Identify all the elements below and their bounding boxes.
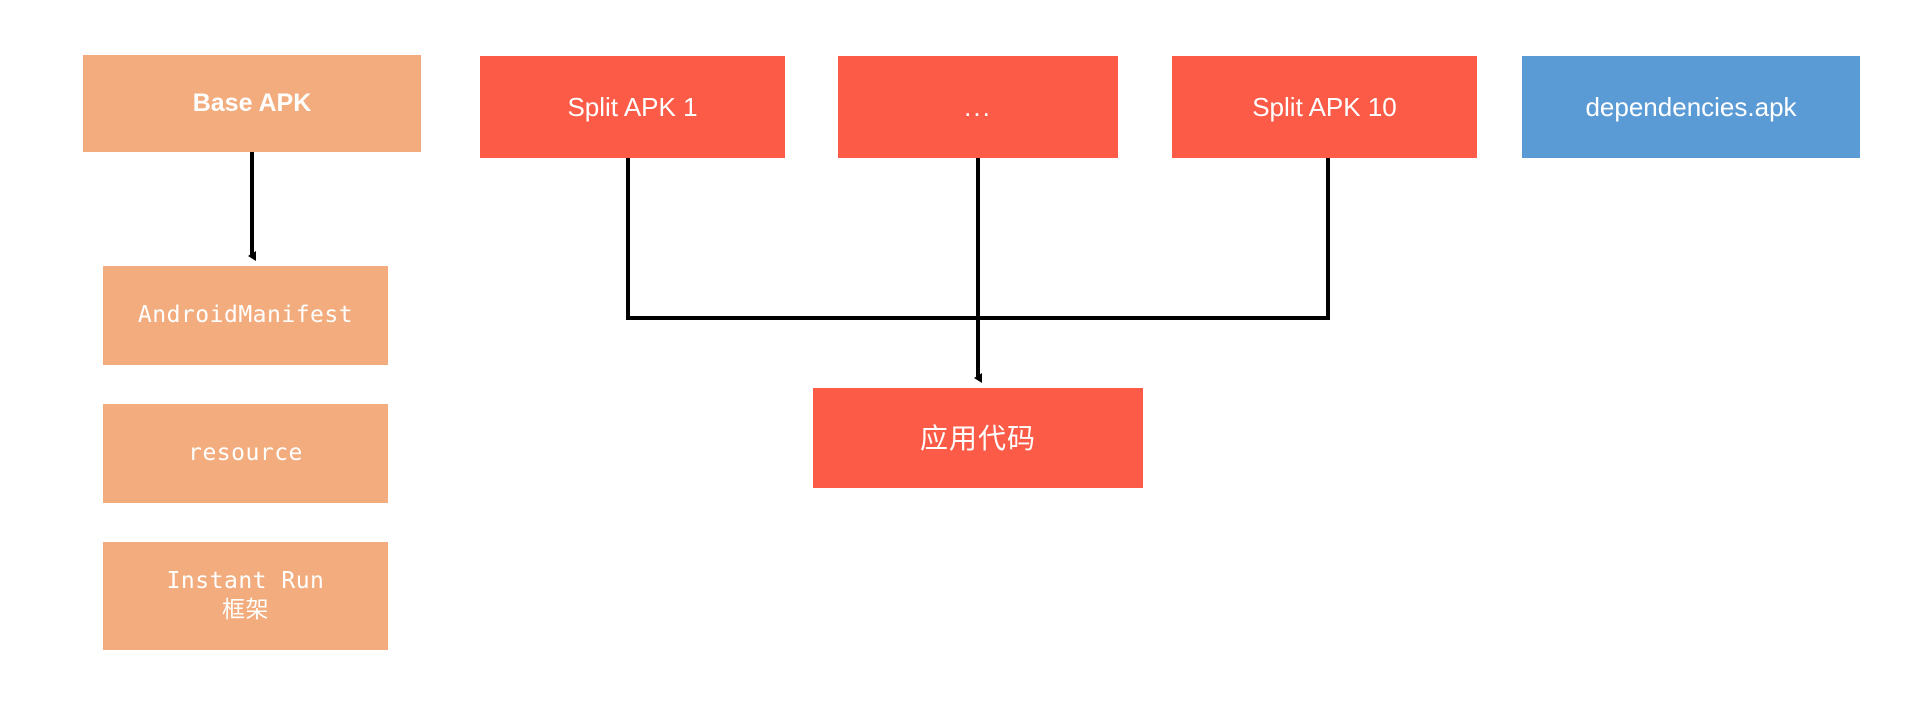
node-app-code[interactable]: 应用代码 (813, 388, 1143, 488)
node-split-apk-1[interactable]: Split APK 1 (480, 56, 785, 158)
node-dependencies-apk[interactable]: dependencies.apk (1522, 56, 1860, 158)
node-instant-run-framework[interactable]: Instant Run 框架 (103, 542, 388, 650)
node-split-apk-10[interactable]: Split APK 10 (1172, 56, 1477, 158)
node-split-apk-ellipsis[interactable]: ... (838, 56, 1118, 158)
node-base-apk[interactable]: Base APK (83, 55, 421, 152)
node-android-manifest[interactable]: AndroidManifest (103, 266, 388, 365)
node-resource[interactable]: resource (103, 404, 388, 503)
